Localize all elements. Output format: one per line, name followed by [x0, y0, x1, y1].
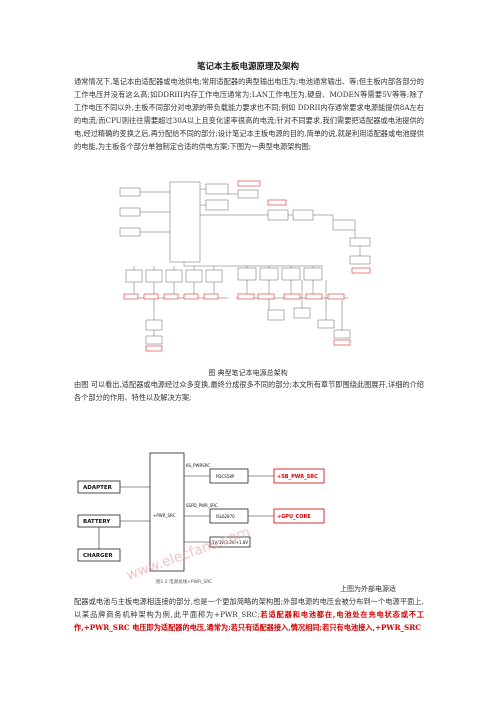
document-title: 笔记本主板电源原理及架构 — [196, 62, 299, 72]
closing-highlight: 若适配器和电池都在,电池处在充电状态或不工作,+PWR_SRC 电压即为适配器的… — [74, 610, 424, 632]
gpu-core-label: +GPU_CORE — [277, 514, 311, 520]
analysis-paragraph: 由图 可以看出,适配器或电源经过众多变换,最终分成很多不同的部分;本文所有章节即… — [74, 380, 424, 402]
power-architecture-diagram — [119, 180, 371, 352]
sspd-label: SSPD_PWR_SRC — [186, 503, 218, 508]
sb-src-label: +SB_PWR_SRC — [277, 474, 318, 480]
six-pwrsrc-label: 6S_PWRSRC — [186, 463, 210, 468]
charger-label: CHARGER — [83, 553, 113, 559]
caption-right: 上图为外部电源适 — [340, 585, 396, 593]
closing-paragraph: 配器或电池与主板电源相连接的部分,也是一个更加简略的架构图;外部电源的电压会被分… — [74, 595, 424, 634]
pwr-src-label: +PWR_SRC — [153, 513, 176, 518]
intro-paragraph: 通常情况下,笔记本由适配器或电池供电;常用适配器的典型输出电压为;电池通常输出、… — [74, 77, 424, 151]
figure-caption-1: 图 典型笔记本电源总架构 — [208, 369, 288, 377]
closing-text: 配器或电池与主板电源相连接的部分,也是一个更加简略的架构图;外部电源的电压会被分… — [74, 597, 424, 619]
isl-label: ISL62870 — [216, 514, 235, 519]
battery-label: BATTERY — [83, 519, 111, 525]
inner-caption: 图1.2 电源总线+PWR_SRC — [156, 578, 212, 585]
pdc-label: PDCS58P — [216, 474, 235, 479]
ldo-label: 5V/3V/3.3V/+1.8V — [212, 540, 248, 545]
adapter-label: ADAPTER — [83, 485, 113, 491]
pwr-src-bus — [149, 452, 185, 572]
pwr-src-diagram: ADAPTER BATTERY CHARGER +PWR_SRC 6S_PWRS… — [70, 445, 330, 587]
